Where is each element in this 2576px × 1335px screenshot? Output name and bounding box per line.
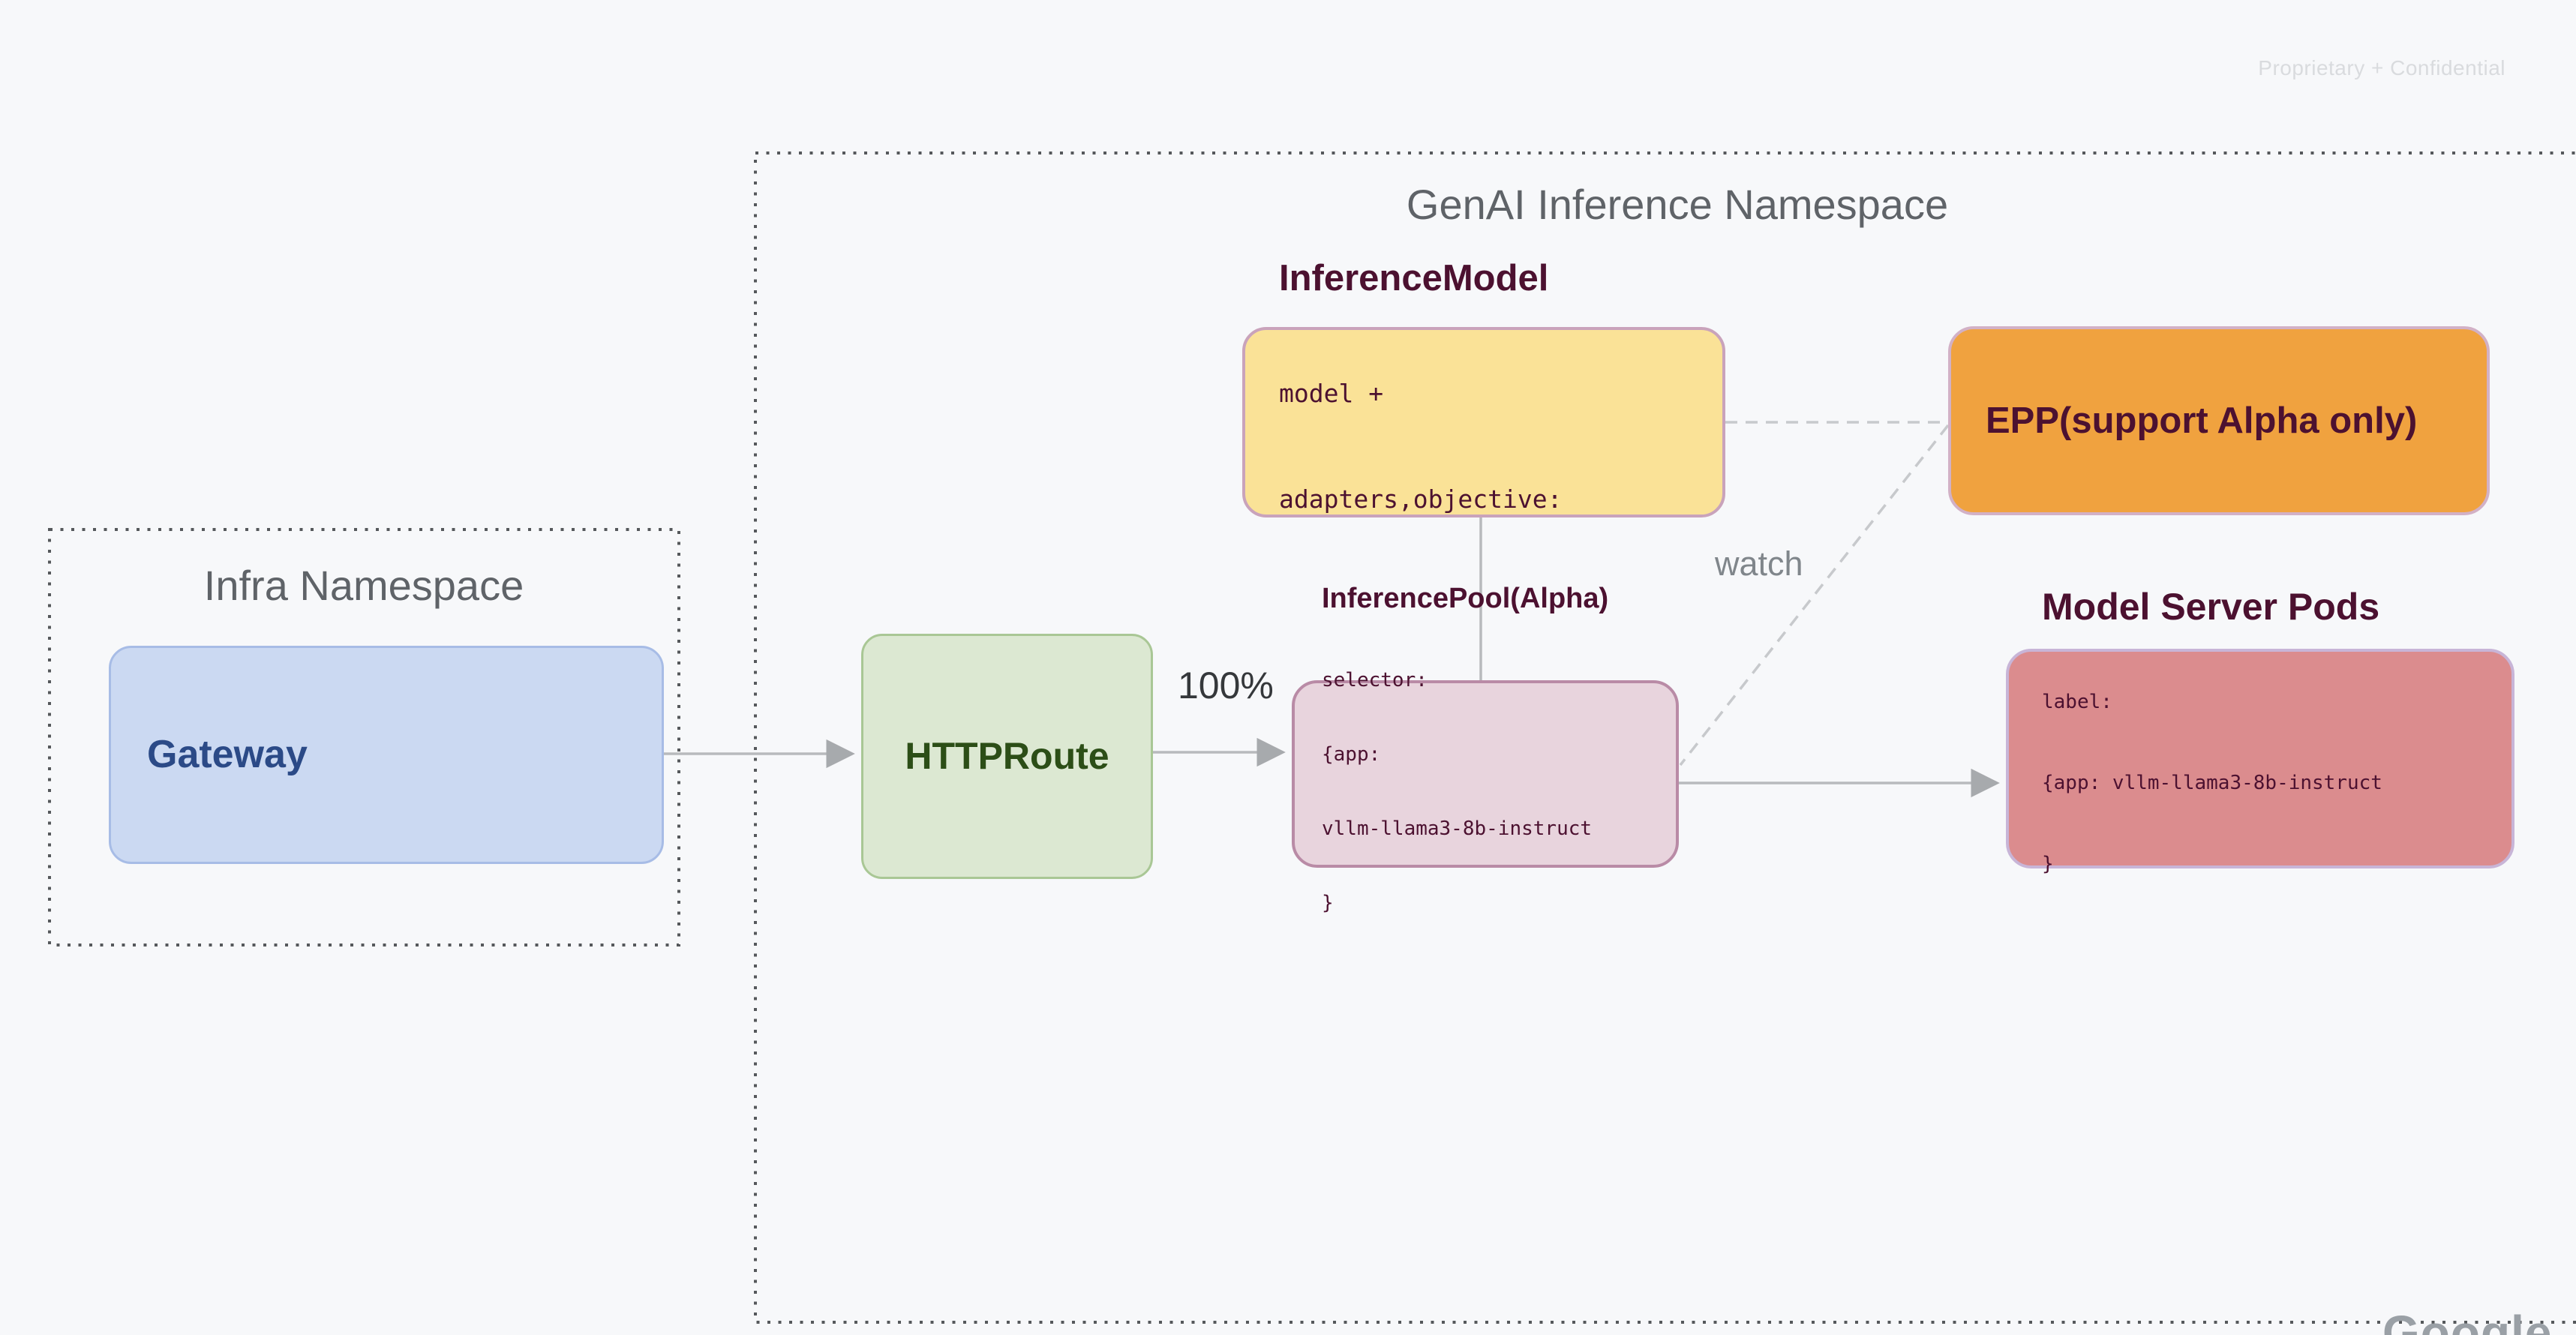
httproute-node-title: HTTPRoute — [905, 734, 1109, 777]
inference-model-node-body: model + adapters,objective: — [1279, 305, 1722, 587]
node-body-line: {app: vllm-llama3-8b-instruct — [2042, 772, 2382, 795]
inference-pool-node: InferencePool(Alpha) selector: {app: vll… — [1292, 583, 1679, 914]
inference-pool-node-body: selector: {app: vllm-llama3-8b-instruct … — [1322, 619, 1676, 965]
traffic-weight-label: 100% — [1178, 664, 1274, 706]
genai-namespace-dotted-border — [754, 152, 2576, 1324]
gateway-node-title: Gateway — [147, 732, 308, 776]
infra-namespace-title: Infra Namespace — [203, 562, 524, 609]
node-body-line: } — [1322, 891, 1334, 914]
model-server-pods-node-body: label: {app: vllm-llama3-8b-instruct } — [2042, 634, 2511, 932]
httproute-node: HTTPRoute — [861, 634, 1153, 879]
model-server-pods-node: Model Server Pods label: {app: vllm-llam… — [2006, 586, 2514, 875]
node-body-line: vllm-llama3-8b-instruct — [1322, 817, 1593, 840]
genai-namespace-title: GenAI Inference Namespace — [1406, 181, 1949, 228]
inference-pool-node-title: InferencePool(Alpha) — [1322, 583, 1609, 615]
node-body-line: model + — [1279, 379, 1384, 409]
edge-epp-to-inferencepool-watch-dashed — [1679, 424, 1950, 766]
node-body-line: label: — [2042, 691, 2112, 714]
watch-edge-label: watch — [1715, 544, 1803, 583]
epp-node-title: EPP(support Alpha only) — [1986, 400, 2418, 441]
inference-model-node: InferenceModel model + adapters,objectiv… — [1242, 258, 1725, 518]
epp-node: EPP(support Alpha only) — [1948, 326, 2490, 515]
node-body-line: } — [2042, 853, 2054, 876]
google-logo-partial: Google — [2382, 1306, 2553, 1335]
inference-model-node-title: InferenceModel — [1279, 257, 1549, 298]
confidentiality-watermark: Proprietary + Confidential — [2258, 56, 2505, 80]
node-body-line: {app: — [1322, 742, 1381, 766]
node-body-line: selector: — [1322, 668, 1428, 692]
gateway-node: Gateway — [109, 646, 664, 864]
node-body-line: adapters,objective: — [1279, 484, 1563, 514]
infra-namespace-dotted-border — [48, 528, 680, 946]
model-server-pods-node-title: Model Server Pods — [2042, 585, 2380, 628]
